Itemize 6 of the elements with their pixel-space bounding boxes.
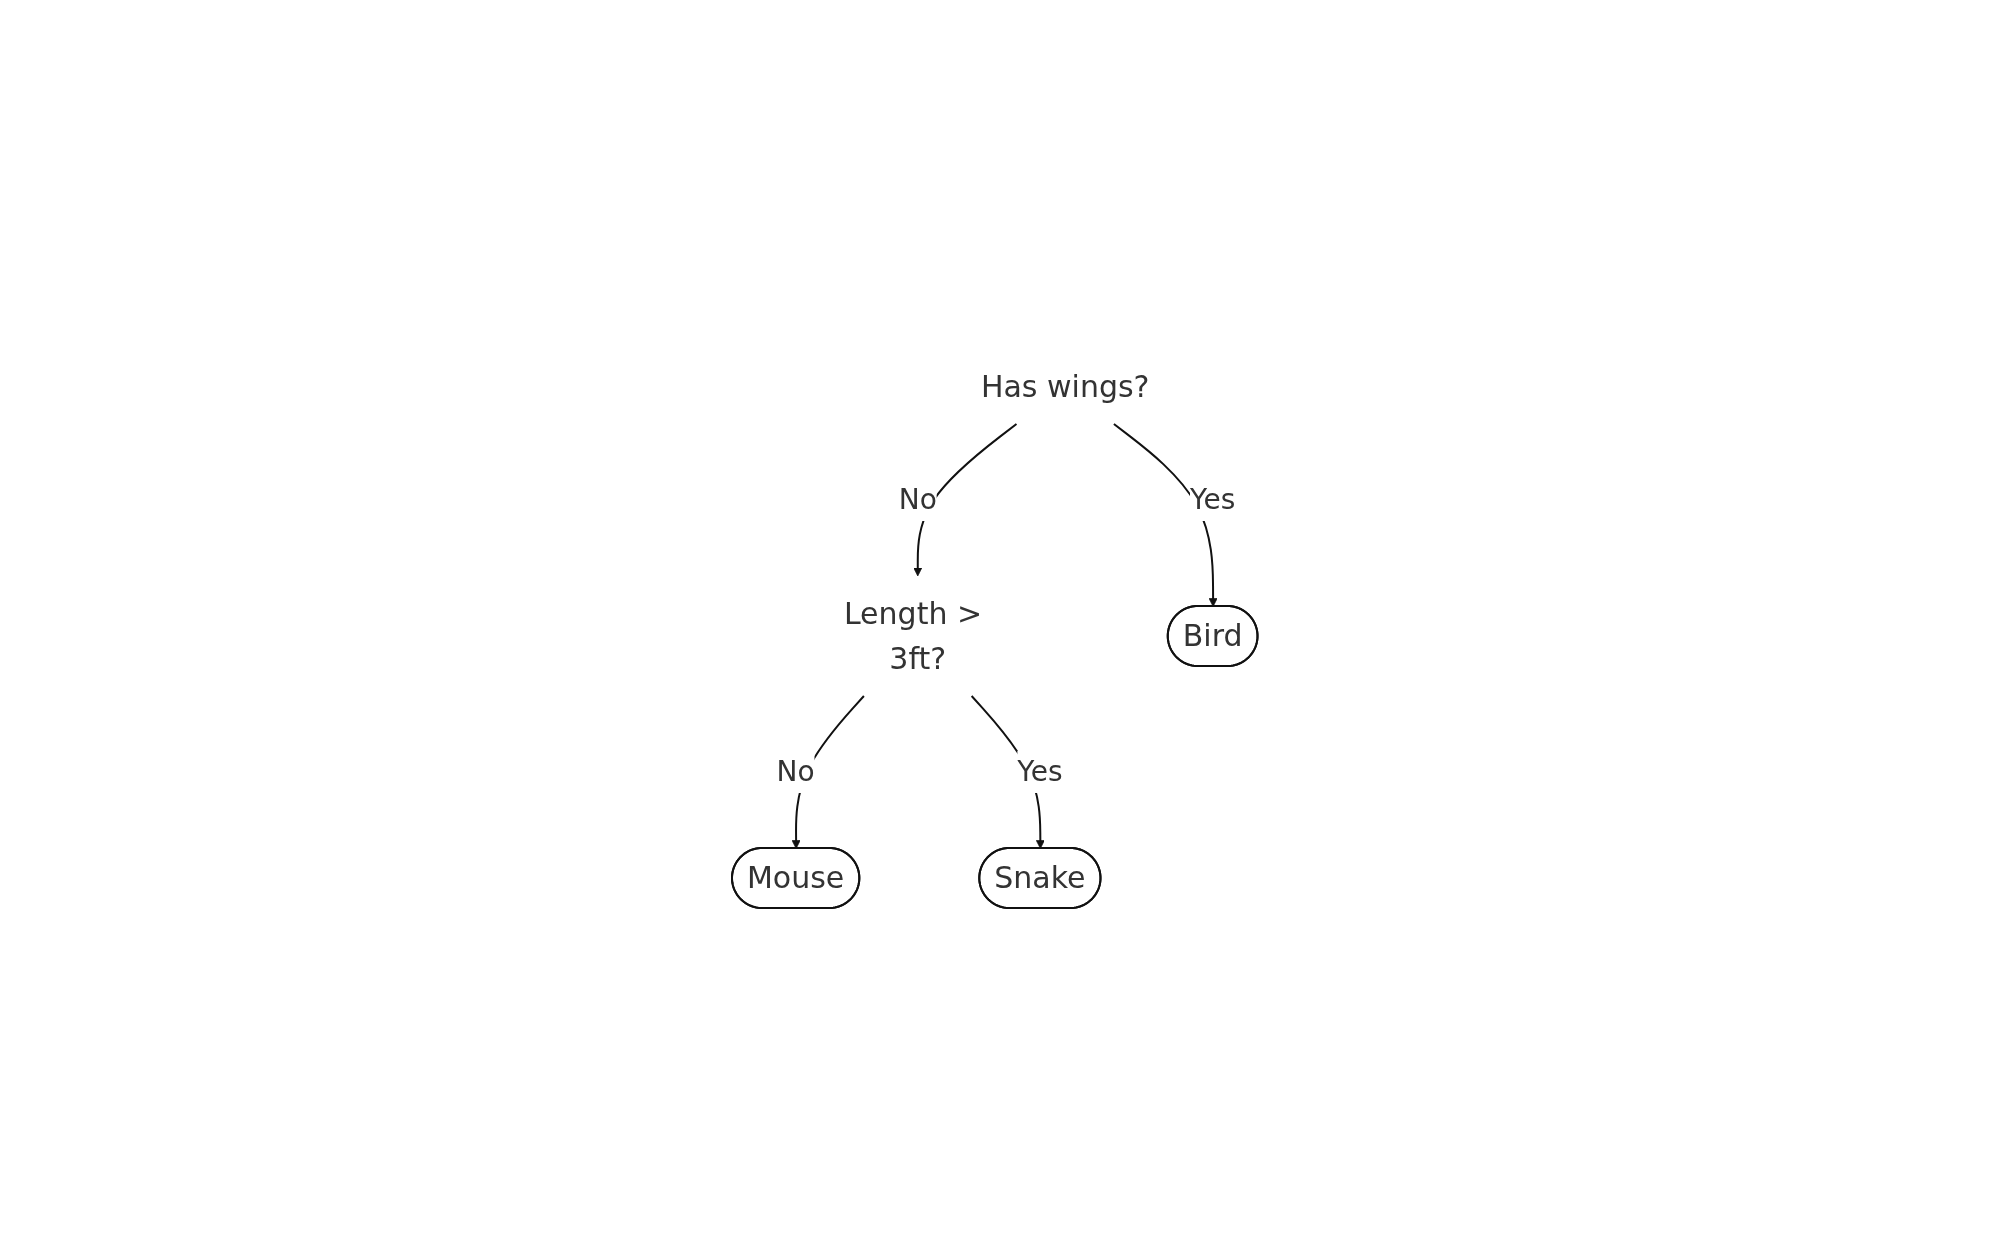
edge-label: No (898, 482, 937, 516)
edge-label: No (776, 754, 815, 788)
edge-label: Yes (1017, 754, 1063, 788)
node-text: Has wings? (980, 368, 1150, 404)
edge-label: Yes (1189, 482, 1235, 516)
node-text: Length > 3ft? (843, 595, 982, 676)
